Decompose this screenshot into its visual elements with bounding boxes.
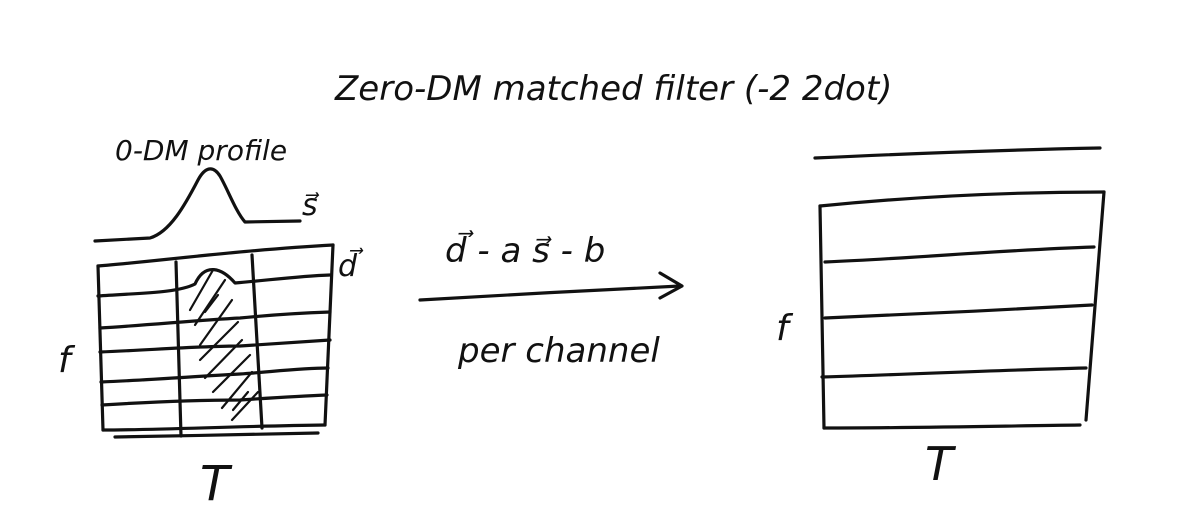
right-grid-left-edge: [818, 204, 826, 430]
filtered-spectrum-grid: [813, 146, 1106, 430]
grid-base-line: [113, 431, 320, 439]
channel-row: [98, 338, 332, 354]
right-grid-right-edge: [1084, 190, 1106, 422]
right-grid-bottom-edge: [822, 423, 1082, 430]
grid-left-edge: [96, 264, 105, 432]
right-channel-row: [823, 245, 1096, 264]
grid-top-edge: [96, 243, 335, 268]
subtraction-formula-label: d⃗ - a s⃗ - b: [445, 230, 605, 271]
data-vector-label: d⃗: [338, 248, 364, 284]
time-axis-label-right: T: [925, 437, 957, 491]
channel-row: [98, 310, 332, 330]
profile-vector-label: s⃗: [302, 188, 320, 223]
dynamic-spectrum-grid: [96, 243, 335, 439]
process-arrow-shaft: [418, 284, 682, 302]
diagram-title: Zero-DM matched filter (-2 2dot): [334, 69, 892, 109]
process-arrow-head: [658, 271, 684, 300]
channel-row: [96, 268, 332, 298]
per-channel-label: per channel: [457, 331, 660, 371]
profile-label: 0-DM profile: [115, 134, 287, 167]
right-channel-row: [820, 366, 1088, 379]
frequency-axis-label-left: f: [58, 340, 76, 381]
pulse-hatching: [188, 268, 260, 422]
right-channel-row: [823, 303, 1094, 320]
zero-dm-profile-curve: [93, 167, 302, 243]
right-grid-top-edge: [818, 190, 1106, 208]
grid-right-edge: [323, 243, 335, 427]
channel-row: [99, 366, 330, 384]
channel-row: [100, 393, 329, 407]
time-axis-label-left: T: [200, 456, 233, 512]
filtered-profile-line: [813, 146, 1102, 160]
frequency-axis-label-right: f: [776, 308, 794, 349]
grid-bottom-edge: [101, 423, 327, 432]
